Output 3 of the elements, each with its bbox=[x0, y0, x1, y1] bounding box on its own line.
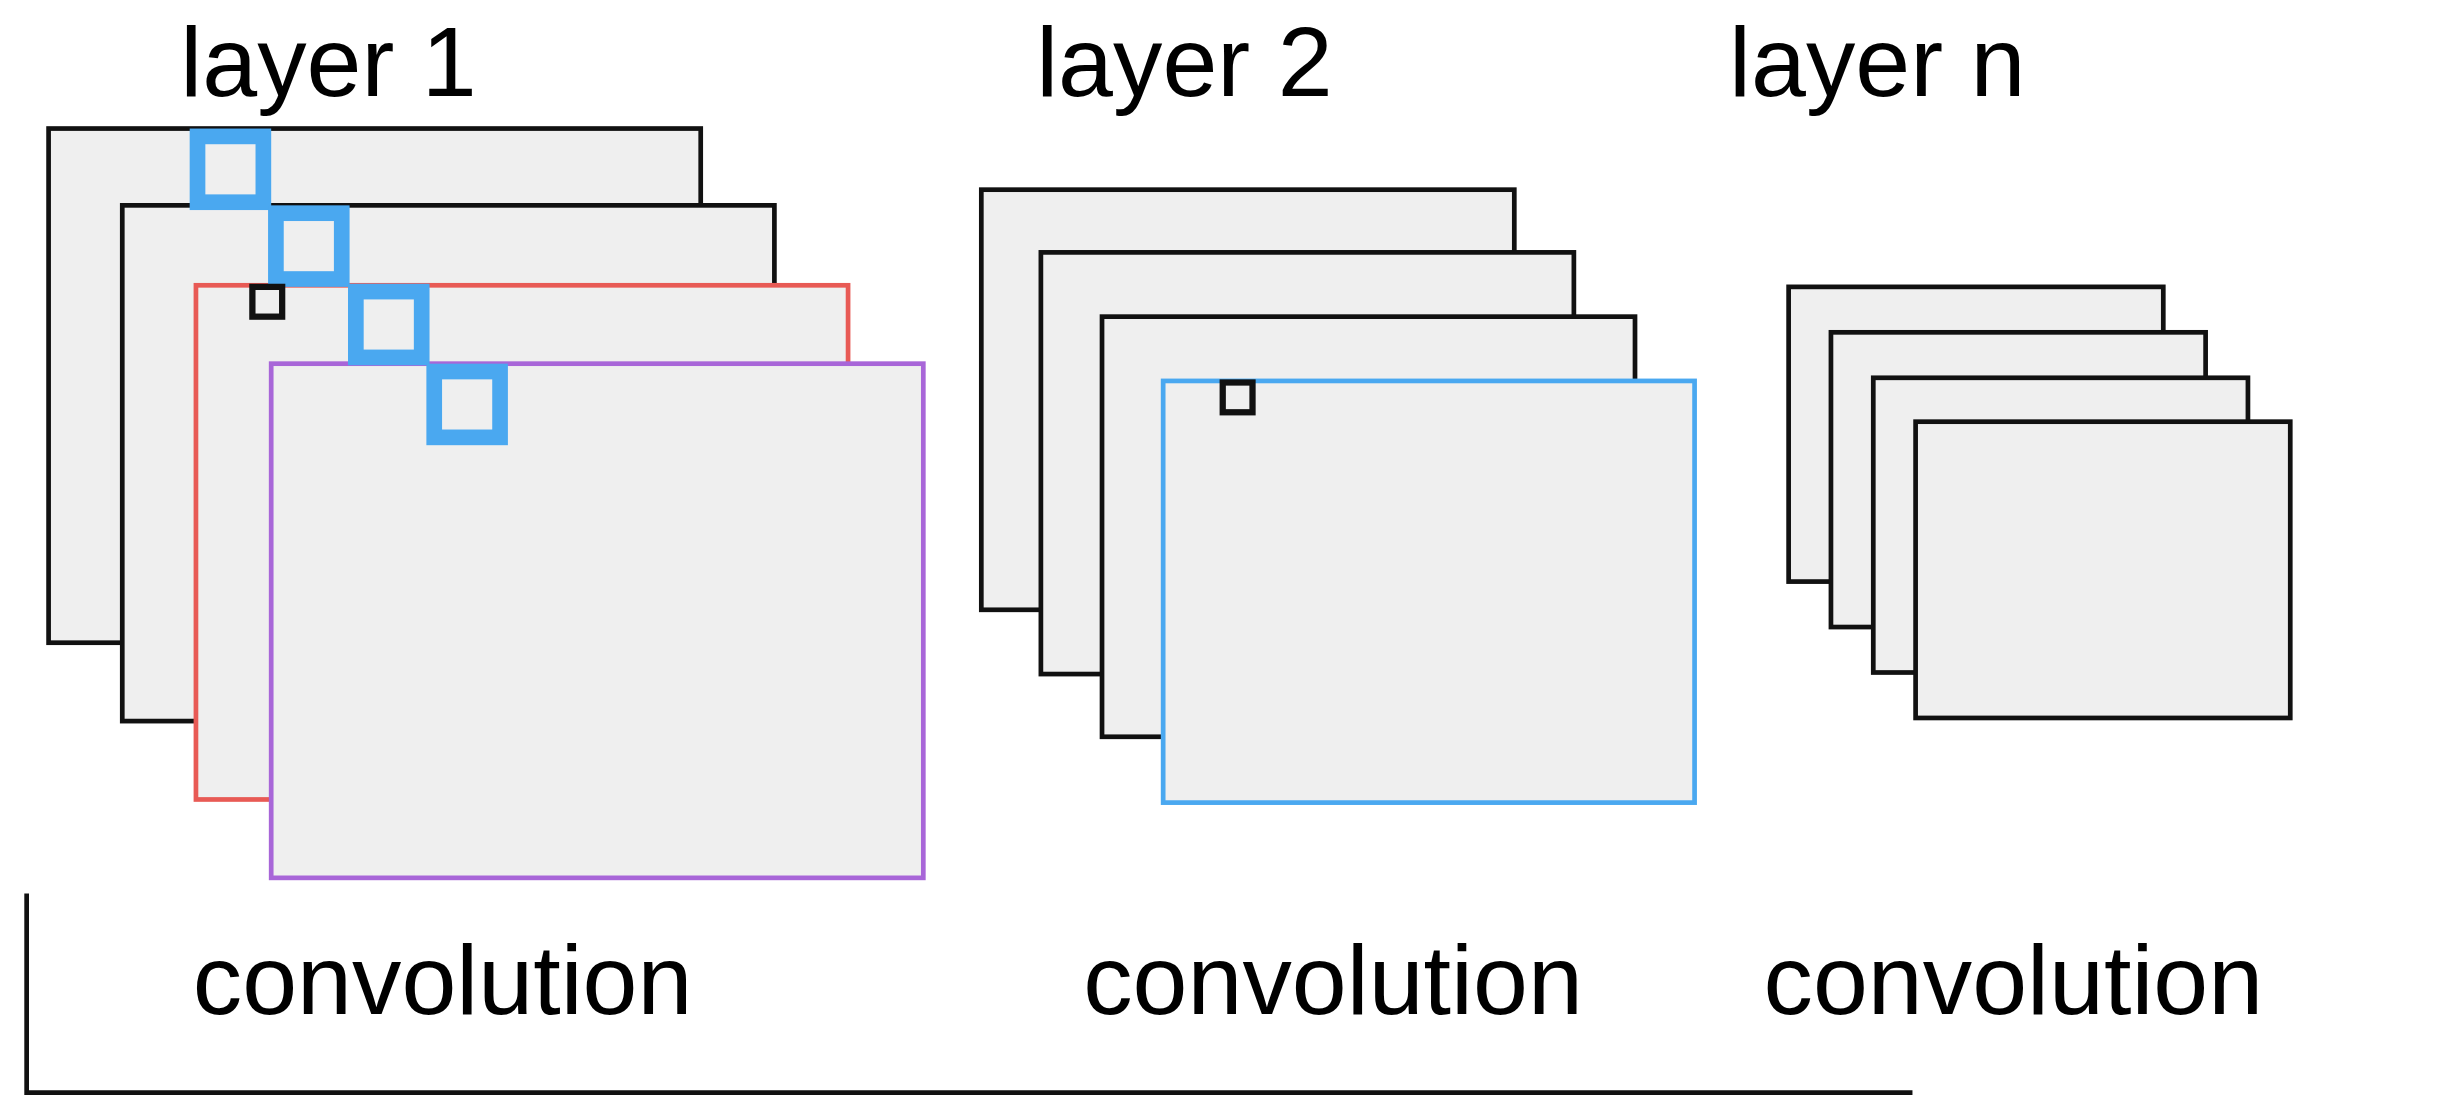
operation-label: convolution bbox=[192, 931, 693, 1030]
operation-label: convolution bbox=[1083, 931, 1583, 1030]
operation-label: convolution bbox=[1763, 931, 2264, 1030]
